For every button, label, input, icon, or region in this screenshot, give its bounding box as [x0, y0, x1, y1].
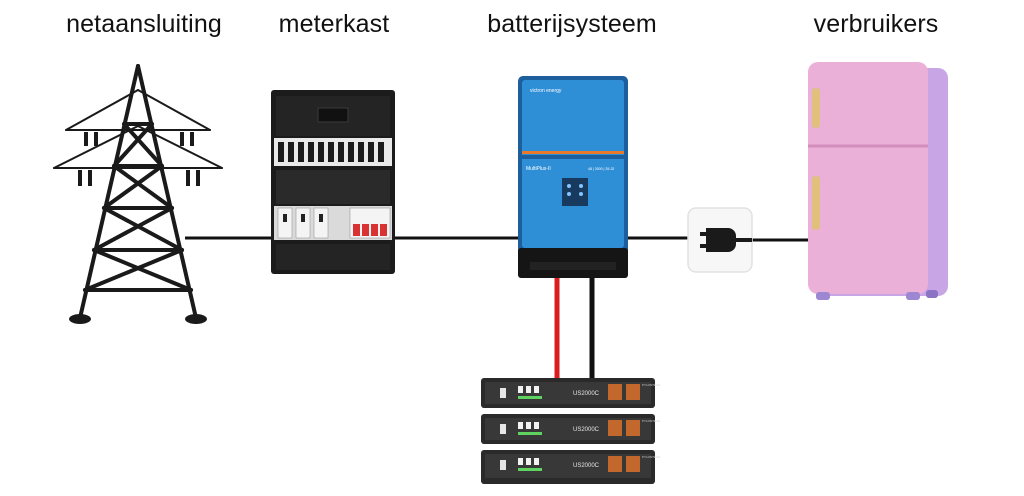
tower-foot-left [69, 314, 91, 324]
power-tower-icon [53, 64, 223, 320]
battery-2-brand: PYLONTECH [642, 419, 660, 423]
label-meter-cabinet: meterkast [278, 10, 390, 38]
battery-1-model: US2000C [573, 391, 600, 397]
battery-3-brand: PYLONTECH [642, 455, 660, 459]
battery-module-3 [481, 450, 655, 484]
inverter-model-sub: 48 | 3000 | 35-32 [588, 167, 614, 171]
wall-socket-icon [687, 207, 753, 273]
inverter-model: MultiPlus-II [526, 166, 551, 172]
label-consumers: verbruikers [813, 10, 939, 38]
insulator-icons [78, 132, 200, 186]
fridge-icon [808, 62, 948, 300]
label-grid-connection: netaansluiting [66, 10, 222, 38]
battery-1-brand: PYLONTECH [642, 383, 660, 387]
battery-2-model: US2000C [573, 427, 600, 433]
battery-module-1 [481, 378, 655, 408]
tower-foot-right [185, 314, 207, 324]
battery-module-2 [481, 414, 655, 444]
battery-3-model: US2000C [573, 463, 600, 469]
inverter-icon [518, 76, 628, 278]
label-battery-system: batterijsysteem [487, 10, 657, 38]
inverter-brand: victron energy [530, 88, 562, 94]
meter-cabinet-icon [271, 90, 395, 274]
